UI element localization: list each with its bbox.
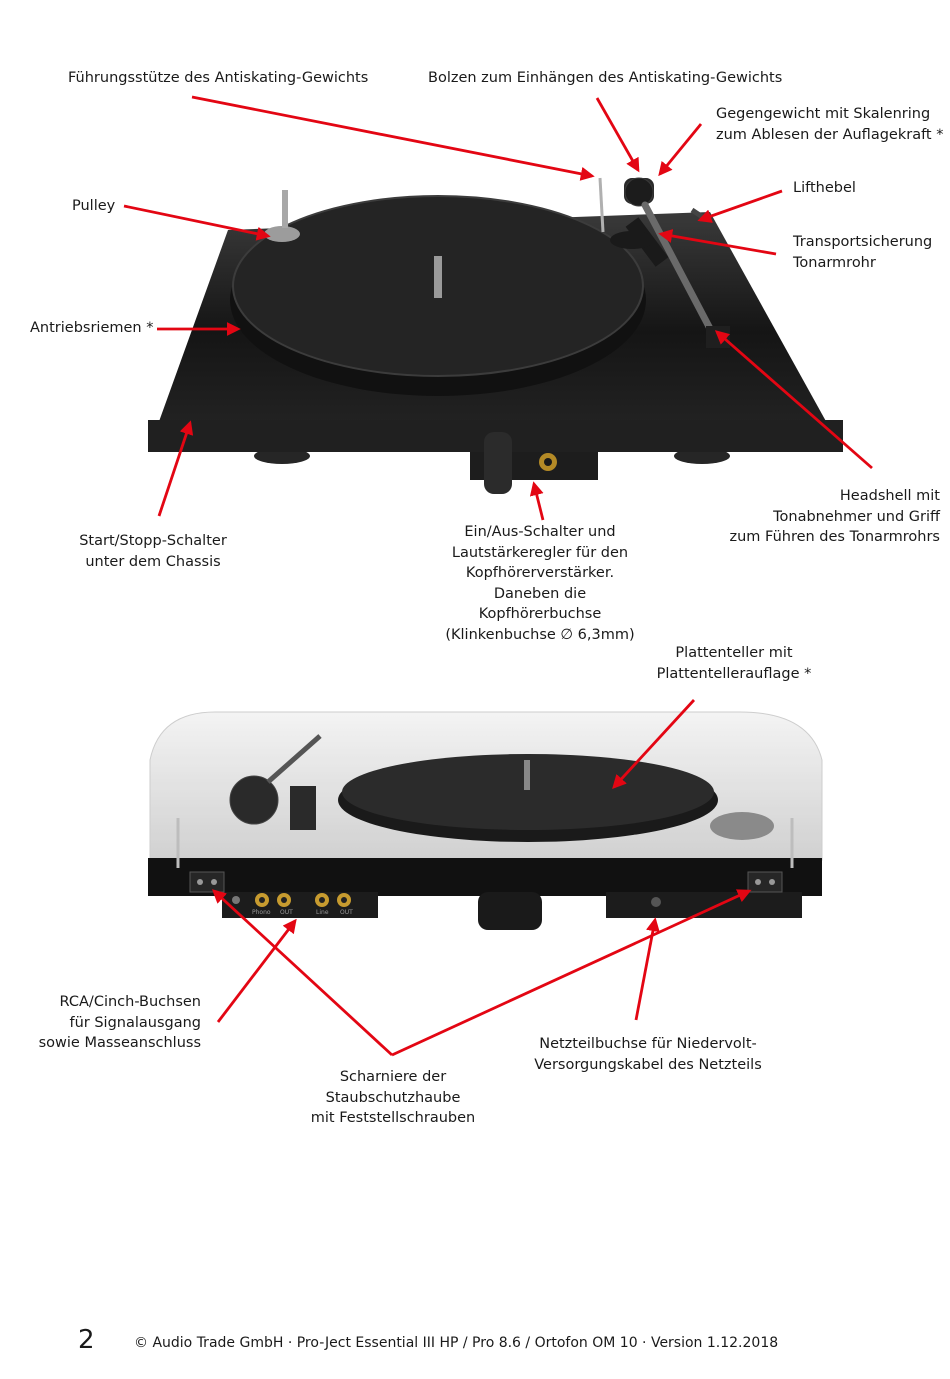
- rear-label-out2: OUT: [340, 909, 353, 916]
- rear-label-out1: OUT: [280, 909, 293, 916]
- arrow-hinge-left: [211, 889, 393, 1057]
- arrow-bolt: [595, 97, 640, 173]
- spindle: [434, 256, 442, 298]
- hinge-right: [747, 871, 783, 893]
- arrow-hinge-right: [391, 889, 752, 1057]
- rear-label-phono: Phono: [252, 909, 271, 916]
- label-power-volume: Ein/Aus-Schalter und Lautstärkeregler fü…: [445, 524, 635, 643]
- callout-arrows: [123, 95, 873, 1057]
- power-socket: [651, 897, 661, 907]
- arrow-rca: [216, 918, 297, 1023]
- label-power-socket: Netzteilbuchse für Niedervolt- Versorgun…: [534, 1036, 762, 1073]
- arrow-headshell: [714, 330, 873, 470]
- page-number: 2: [78, 1325, 95, 1355]
- arrow-platter: [612, 699, 696, 790]
- arrow-counterweight: [658, 123, 703, 177]
- label-headshell: Headshell mit Tonabnehmer und Griff zum …: [729, 488, 940, 546]
- footer-copyright: © Audio Trade GmbH · Pro-Ject Essential …: [134, 1335, 779, 1351]
- hinge-left: [189, 871, 225, 893]
- rear-panel-left: [222, 892, 378, 918]
- rear-plinth: [148, 858, 822, 896]
- arrow-power-volume: [529, 481, 545, 521]
- label-start-stop: Start/Stopp-Schalter unter dem Chassis: [79, 533, 227, 570]
- label-pulley: Pulley: [72, 198, 116, 214]
- label-guide-post: Führungsstütze des Antiskating-Gewichts: [68, 70, 369, 86]
- rear-pulley: [710, 812, 774, 840]
- turntable-rear-view: Phono OUT Line OUT: [148, 711, 823, 930]
- rca-jacks: [232, 893, 351, 907]
- arrow-pulley: [123, 204, 271, 241]
- label-rca: RCA/Cinch-Buchsen für Signalausgang sowi…: [38, 994, 201, 1052]
- label-lift-lever: Lifthebel: [793, 180, 856, 196]
- rear-foot: [478, 892, 542, 930]
- label-transport-lock: Transportsicherung Tonarmrohr: [793, 234, 933, 271]
- arrow-power-socket: [634, 917, 660, 1021]
- arrow-start-stop: [157, 420, 194, 517]
- pulley-part: [264, 226, 300, 242]
- arrow-lift-lever: [697, 189, 783, 223]
- label-platter: Plattenteller mit Plattentellerauflage *: [656, 645, 812, 682]
- volume-knob: [484, 432, 512, 494]
- rear-counterweight: [229, 775, 279, 825]
- turntable-front-view: [148, 177, 843, 494]
- arrow-transport-lock: [658, 229, 777, 256]
- label-drive-belt: Antriebsriemen *: [30, 320, 154, 336]
- label-bolt: Bolzen zum Einhängen des Antiskating-Gew…: [428, 70, 783, 86]
- rear-panel-right: [606, 892, 802, 918]
- label-hinges: Scharniere der Staubschutzhaube mit Fest…: [310, 1069, 476, 1127]
- rear-label-line: Line: [316, 909, 329, 916]
- arrow-guide-post: [191, 95, 595, 181]
- label-counterweight: Gegengewicht mit Skalenring zum Ablesen …: [716, 106, 944, 143]
